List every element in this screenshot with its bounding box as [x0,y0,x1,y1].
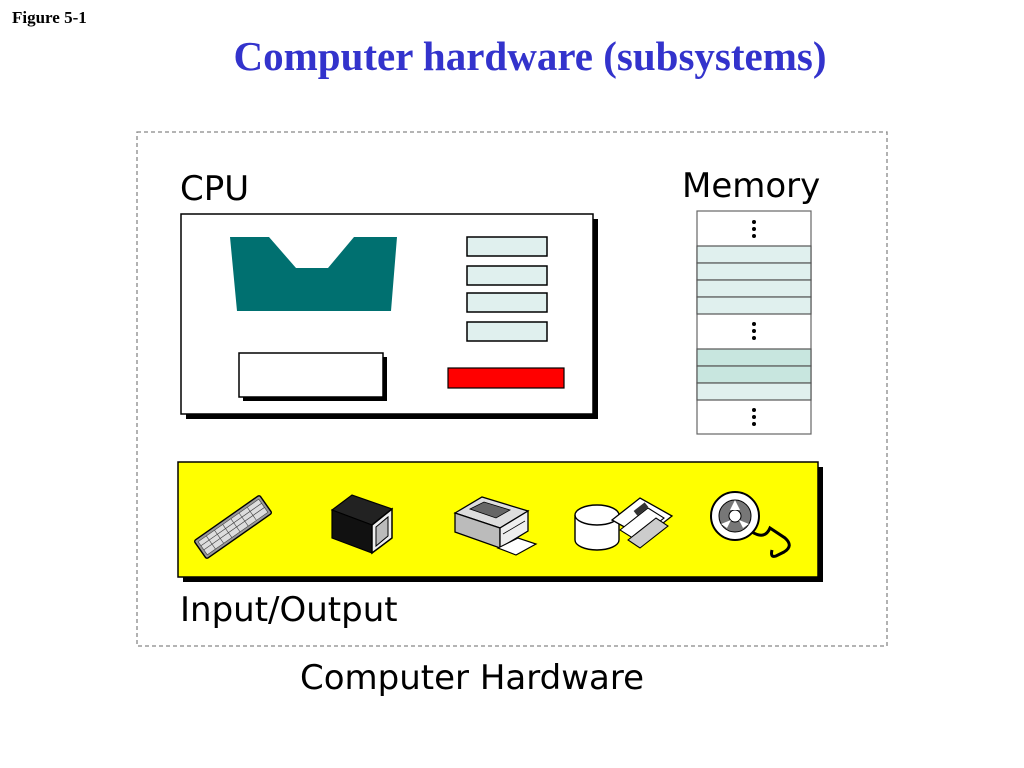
figure-label: Figure 5-1 [12,8,87,27]
cpu-box [180,213,598,419]
register-stack [466,236,548,342]
memory-words-2 [696,348,812,401]
control-unit [447,367,565,389]
memory-dots-middle [752,322,756,340]
keyboard-icon [194,495,272,559]
disk-drive-icon [574,497,674,551]
memory-dots-top [752,220,756,238]
monitor-icon [330,494,394,555]
io-label: Input/Output [180,590,398,630]
hardware-label: Computer Hardware [300,658,644,698]
tape-reel-icon [710,491,791,558]
printer-icon [453,496,538,556]
memory-words-1 [696,245,812,315]
page-title: Computer hardware (subsystems) [233,33,827,79]
hardware-boundary [136,131,888,647]
cpu-label: CPU [180,169,249,209]
memory-label: Memory [682,166,820,206]
alu-shape [230,237,397,311]
cpu-unit-box [238,352,387,401]
memory-column [696,210,812,435]
memory-dots-bottom [752,408,756,426]
